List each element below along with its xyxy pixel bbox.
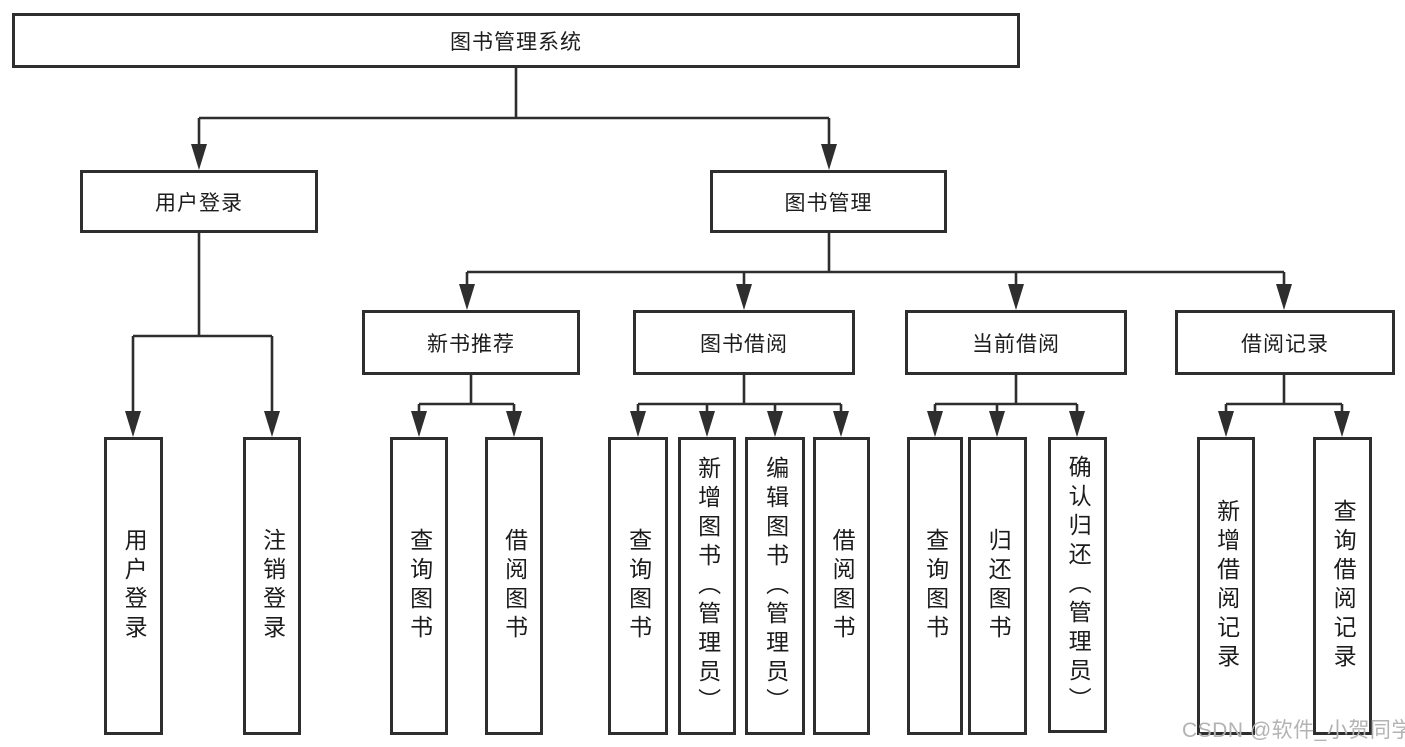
node-label: 用户登录 [121, 528, 148, 644]
node-book-borrow: 图书借阅 [633, 310, 855, 375]
leaf-query-borrow-record: 查询借阅记录 [1313, 437, 1372, 735]
node-label: 查询图书 [625, 528, 652, 644]
leaf-user-login: 用户登录 [104, 437, 163, 735]
leaf-add-books-admin: 新增图书（管理员） [678, 437, 736, 735]
node-label: 注销登录 [259, 528, 286, 644]
leaf-edit-books-admin: 编辑图书（管理员） [745, 437, 805, 735]
leaf-confirm-return-admin: 确认归还（管理员） [1048, 437, 1107, 733]
csdn-watermark: CSDN @软件_小贺同学 [1182, 719, 1405, 742]
node-label: 查询借阅记录 [1330, 499, 1357, 673]
leaf-return-books: 归还图书 [968, 437, 1027, 735]
leaf-query-books-borrow: 查询图书 [608, 437, 668, 735]
node-label: 新书推荐 [427, 332, 515, 356]
leaf-query-books-current: 查询图书 [907, 437, 963, 735]
node-label: 确认归还（管理员） [1065, 454, 1092, 716]
node-label: 当前借阅 [972, 332, 1060, 356]
node-current-borrow: 当前借阅 [905, 310, 1127, 375]
node-label: 图书借阅 [700, 332, 788, 356]
node-label: 新增借阅记录 [1213, 499, 1240, 673]
leaf-query-books-recommend: 查询图书 [390, 437, 448, 735]
node-label: 查询图书 [406, 528, 433, 644]
node-new-book-recommend: 新书推荐 [362, 310, 580, 375]
node-label: 借阅图书 [501, 528, 528, 644]
node-user-login-module: 用户登录 [80, 170, 318, 233]
node-label: 借阅图书 [829, 528, 856, 644]
node-label: 编辑图书（管理员） [762, 455, 789, 717]
node-label: 借阅记录 [1241, 332, 1329, 356]
leaf-logout: 注销登录 [243, 437, 301, 735]
node-label: 归还图书 [985, 528, 1012, 644]
node-book-management: 图书管理 [710, 170, 947, 233]
node-system-root: 图书管理系统 [12, 13, 1020, 68]
leaf-add-borrow-record: 新增借阅记录 [1197, 437, 1255, 735]
leaf-borrow-books-recommend: 借阅图书 [485, 437, 543, 735]
node-borrow-records: 借阅记录 [1175, 310, 1395, 375]
node-label: 图书管理系统 [450, 30, 582, 54]
leaf-borrow-books: 借阅图书 [813, 437, 870, 735]
node-label: 新增图书（管理员） [694, 455, 721, 717]
node-label: 查询图书 [922, 528, 949, 644]
node-label: 图书管理 [784, 191, 873, 215]
node-label: 用户登录 [155, 191, 243, 215]
